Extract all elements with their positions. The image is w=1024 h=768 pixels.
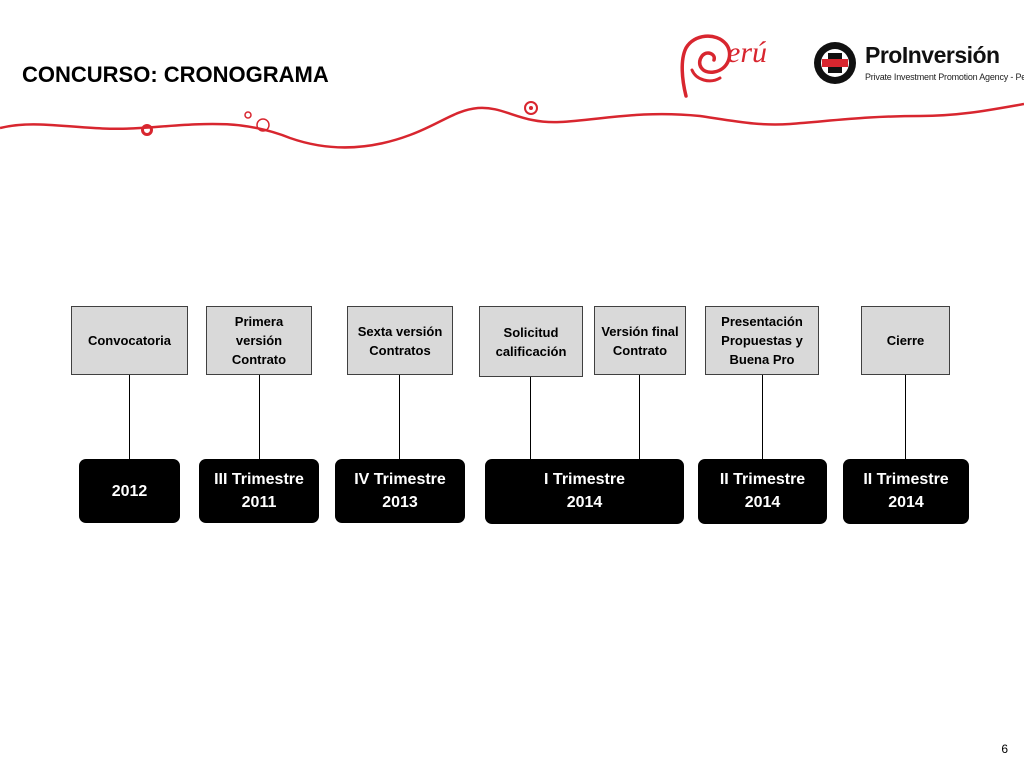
date-2012: 2012 — [79, 459, 180, 523]
connector-line — [639, 375, 640, 459]
date-line1: II Trimestre — [719, 471, 806, 488]
proinversion-logo-tagline: Private Investment Promotion Agency - Pe… — [865, 72, 1024, 82]
wave-ring-small-icon — [244, 111, 252, 119]
milestone-version-final-contrato: Versión final Contrato — [594, 306, 686, 375]
page-number: 6 — [1001, 742, 1008, 756]
date-line2: 2014 — [744, 494, 781, 511]
milestone-convocatoria: Convocatoria — [71, 306, 188, 375]
milestone-solicitud-calificacion: Solicitud calificación — [479, 306, 583, 377]
connector-line — [129, 375, 130, 459]
slide-title: CONCURSO: CRONOGRAMA — [22, 62, 329, 87]
peru-logo-text: erú — [727, 36, 767, 69]
date-iv-trimestre-2013: IV Trimestre 2013 — [335, 459, 465, 523]
date-line1: I Trimestre — [544, 471, 625, 488]
wave-spiral-icon — [524, 101, 538, 115]
date-line2: 2014 — [888, 494, 924, 511]
milestone-cierre: Cierre — [861, 306, 950, 375]
date-line1: 2012 — [111, 482, 148, 500]
wave-dot-icon — [141, 124, 153, 136]
date-ii-trimestre-2014: II Trimestre 2014 — [698, 459, 827, 524]
date-ii-trimestre-2014-cierre: II Trimestre 2014 — [843, 459, 969, 524]
date-line2: 2014 — [566, 494, 603, 511]
connector-line — [530, 377, 531, 459]
proinversion-logo-icon — [814, 42, 856, 84]
date-i-trimestre-2014: I Trimestre 2014 — [485, 459, 684, 524]
decorative-wave — [0, 101, 1024, 149]
date-line1: III Trimestre — [214, 471, 304, 488]
peru-logo-icon — [680, 34, 732, 98]
connector-line — [259, 375, 260, 459]
date-line1: II Trimestre — [863, 471, 949, 488]
milestone-presentacion-propuestas: Presentación Propuestas y Buena Pro — [705, 306, 819, 375]
proinversion-logo-name: ProInversión — [865, 42, 1000, 68]
wave-ring-icon — [256, 118, 270, 132]
date-iii-trimestre-2011: III Trimestre 2011 — [199, 459, 319, 523]
date-line2: 2011 — [241, 494, 277, 511]
milestone-sexta-version-contratos: Sexta versión Contratos — [347, 306, 453, 375]
connector-line — [905, 375, 906, 459]
connector-line — [762, 375, 763, 459]
connector-line — [399, 375, 400, 459]
date-line1: IV Trimestre — [354, 471, 446, 488]
date-line2: 2013 — [382, 494, 418, 511]
milestone-primera-version-contrato: Primera versión Contrato — [206, 306, 312, 375]
